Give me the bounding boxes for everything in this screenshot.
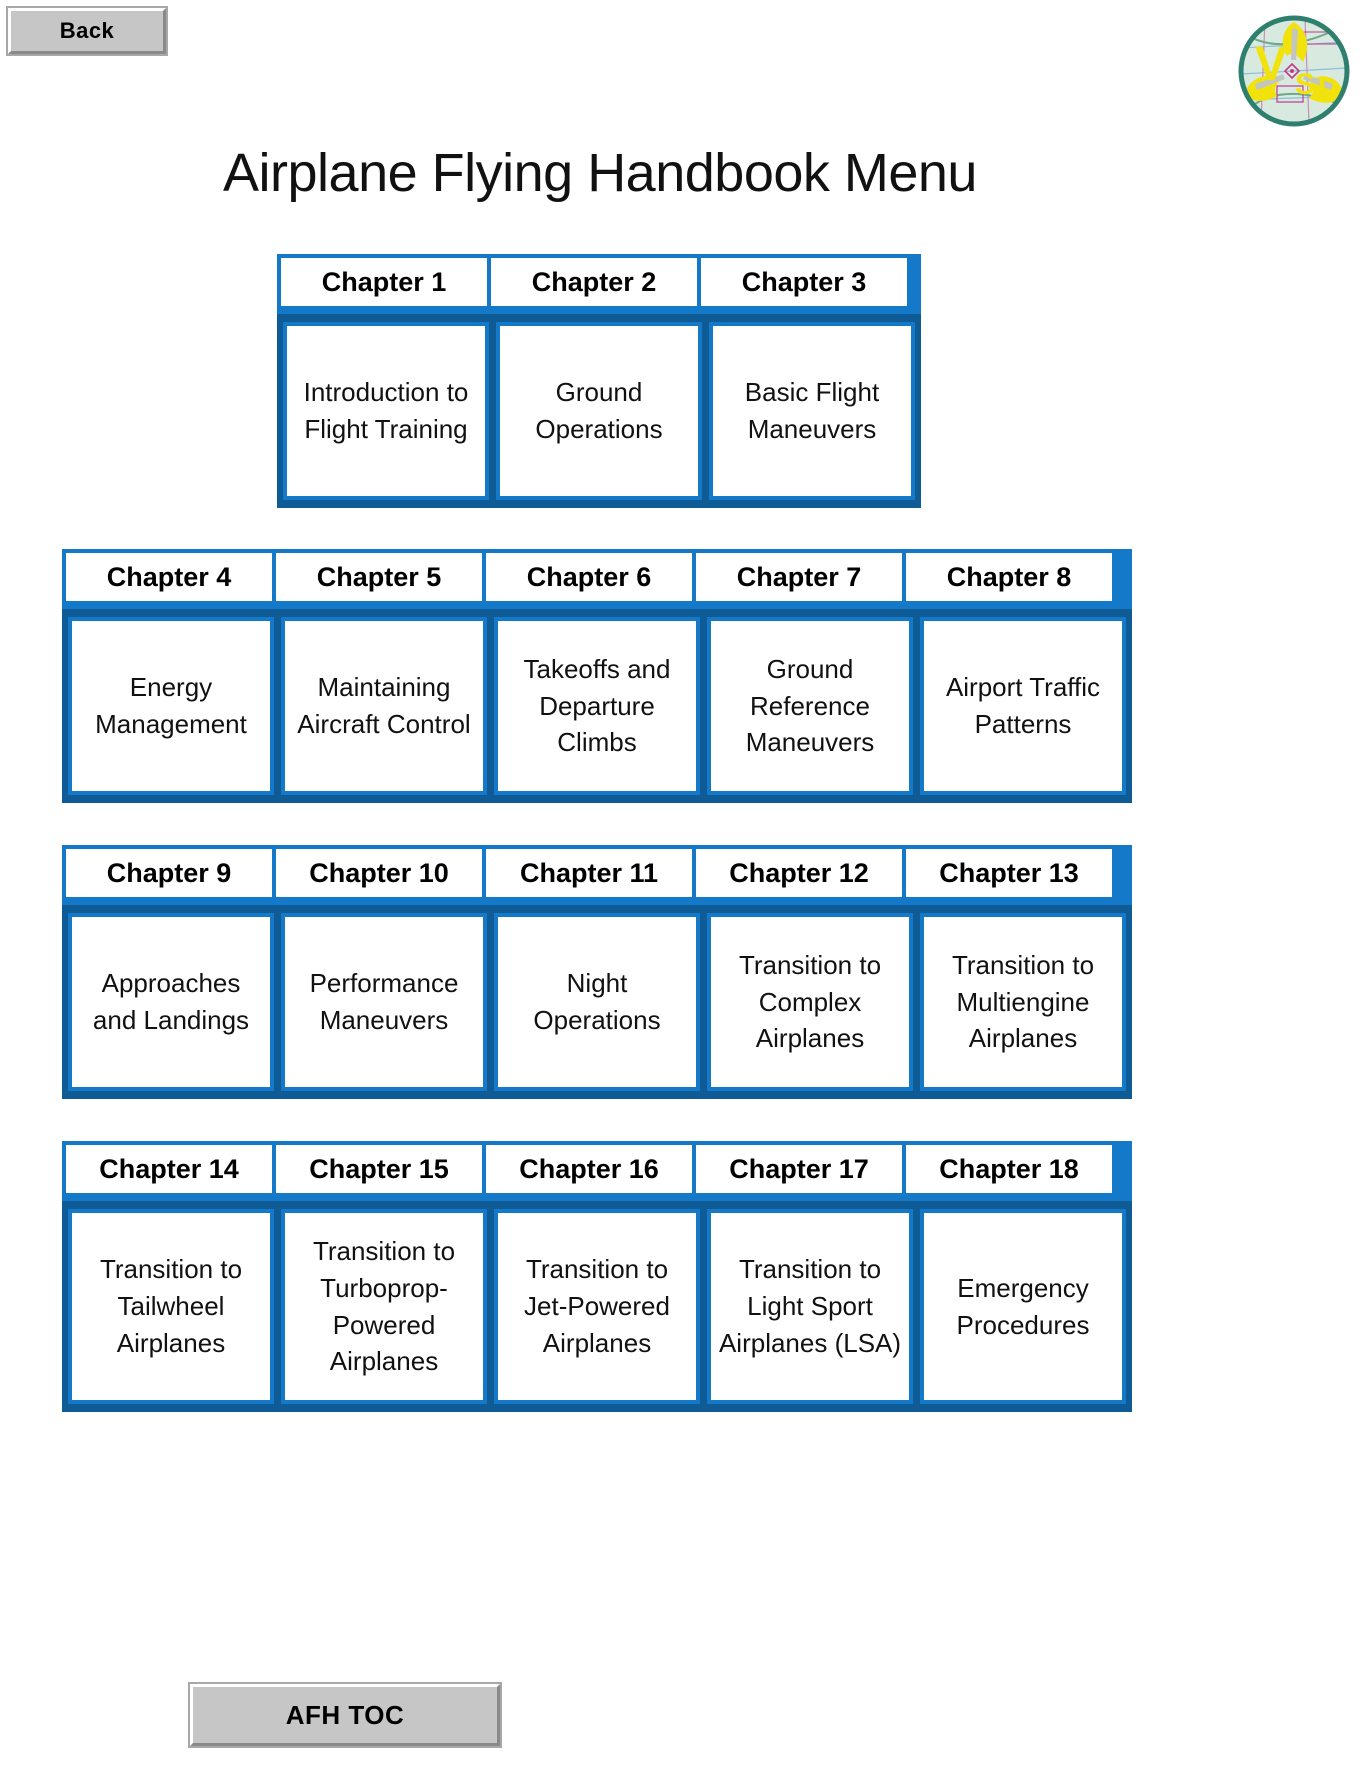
chapter-title-cell[interactable]: Ground Reference Maneuvers [707, 617, 913, 795]
chapter-title-cell[interactable]: Transition to Turboprop-Powered Airplane… [281, 1209, 487, 1404]
chapter-title-cell[interactable]: Emergency Procedures [920, 1209, 1126, 1404]
chapter-number-cell[interactable]: Chapter 18 [906, 1145, 1112, 1193]
chapter-number-row: Chapter 1 Chapter 2 Chapter 3 [277, 254, 921, 310]
chapter-number-cell[interactable]: Chapter 15 [276, 1145, 482, 1193]
chapter-number-cell[interactable]: Chapter 9 [66, 849, 272, 897]
chapter-group-4: Chapter 14 Chapter 15 Chapter 16 Chapter… [62, 1141, 1132, 1412]
chapter-title-cell[interactable]: Performance Maneuvers [281, 913, 487, 1091]
chapter-number-cell[interactable]: Chapter 13 [906, 849, 1112, 897]
chapter-group-2: Chapter 4 Chapter 5 Chapter 6 Chapter 7 … [62, 549, 1132, 803]
chapter-title-cell[interactable]: Ground Operations [496, 322, 702, 500]
chapter-number-cell[interactable]: Chapter 12 [696, 849, 902, 897]
chapter-number-cell[interactable]: Chapter 17 [696, 1145, 902, 1193]
chapter-number-cell[interactable]: Chapter 6 [486, 553, 692, 601]
chapter-number-cell[interactable]: Chapter 5 [276, 553, 482, 601]
chapter-number-cell[interactable]: Chapter 2 [491, 258, 697, 306]
svg-text:V: V [1255, 38, 1287, 91]
chapter-title-cell[interactable]: Transition to Jet-Powered Airplanes [494, 1209, 700, 1404]
chapter-number-cell[interactable]: Chapter 8 [906, 553, 1112, 601]
chapter-title-row: Transition to Tailwheel Airplanes Transi… [62, 1197, 1132, 1412]
chapter-title-cell[interactable]: Transition to Complex Airplanes [707, 913, 913, 1091]
chapter-title-cell[interactable]: Energy Management [68, 617, 274, 795]
chapter-number-cell[interactable]: Chapter 3 [701, 258, 907, 306]
chapter-number-cell[interactable]: Chapter 1 [281, 258, 487, 306]
chapter-title-cell[interactable]: Night Operations [494, 913, 700, 1091]
chapter-number-cell[interactable]: Chapter 4 [66, 553, 272, 601]
chapter-title-row: Introduction to Flight Training Ground O… [277, 310, 921, 508]
chapter-title-cell[interactable]: Maintaining Aircraft Control [281, 617, 487, 795]
afh-toc-button[interactable]: AFH TOC [188, 1682, 502, 1748]
chapter-number-cell[interactable]: Chapter 11 [486, 849, 692, 897]
chapter-number-cell[interactable]: Chapter 14 [66, 1145, 272, 1193]
afh-toc-button-label: AFH TOC [285, 1699, 405, 1730]
chapter-number-row: Chapter 9 Chapter 10 Chapter 11 Chapter … [62, 845, 1132, 901]
page-title: Airplane Flying Handbook Menu [223, 143, 977, 203]
chapter-title-cell[interactable]: Takeoffs and Departure Climbs [494, 617, 700, 795]
chapter-group-3: Chapter 9 Chapter 10 Chapter 11 Chapter … [62, 845, 1132, 1099]
chapter-title-cell[interactable]: Transition to Multiengine Airplanes [920, 913, 1126, 1091]
chapter-number-cell[interactable]: Chapter 16 [486, 1145, 692, 1193]
back-button-label: Back [59, 18, 115, 43]
chapter-title-row: Approaches and Landings Performance Mane… [62, 901, 1132, 1099]
chapter-number-row: Chapter 4 Chapter 5 Chapter 6 Chapter 7 … [62, 549, 1132, 605]
chapter-number-cell[interactable]: Chapter 7 [696, 553, 902, 601]
back-button[interactable]: Back [6, 6, 168, 56]
chapter-title-cell[interactable]: Approaches and Landings [68, 913, 274, 1091]
chapter-title-cell[interactable]: Introduction to Flight Training [283, 322, 489, 500]
chapter-title-cell[interactable]: Transition to Tailwheel Airplanes [68, 1209, 274, 1404]
chapter-title-cell[interactable]: Transition to Light Sport Airplanes (LSA… [707, 1209, 913, 1404]
svg-text:L: L [1318, 72, 1336, 105]
chapter-number-row: Chapter 14 Chapter 15 Chapter 16 Chapter… [62, 1141, 1132, 1197]
chapter-number-cell[interactable]: Chapter 10 [276, 849, 482, 897]
chapter-title-cell[interactable]: Basic Flight Maneuvers [709, 322, 915, 500]
chapter-title-row: Energy Management Maintaining Aircraft C… [62, 605, 1132, 803]
vsl-logo: V S L [1235, 12, 1353, 130]
svg-text:S: S [1295, 68, 1315, 101]
chapter-title-cell[interactable]: Airport Traffic Patterns [920, 617, 1126, 795]
chapter-group-1: Chapter 1 Chapter 2 Chapter 3 Introducti… [277, 254, 921, 508]
